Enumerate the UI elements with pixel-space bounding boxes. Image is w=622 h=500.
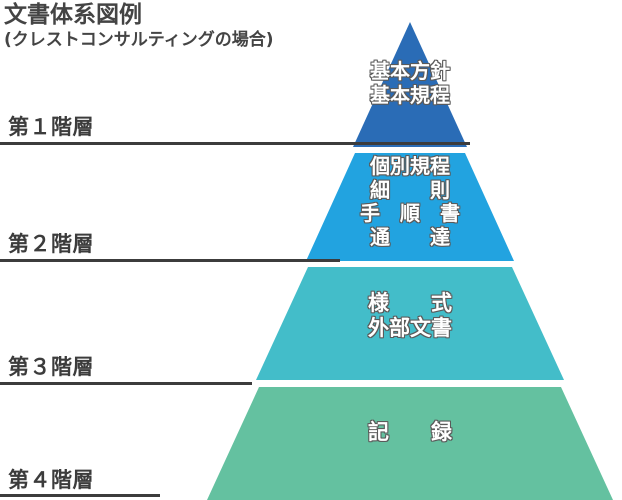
level-label-4: 第４階層: [8, 468, 94, 492]
pyramid-tier-1-label: 基本方針 基本規程: [340, 59, 480, 107]
tier-2-line-1: 個別規程: [370, 154, 450, 178]
level-label-3: 第３階層: [8, 355, 94, 379]
level-rule-1: [0, 142, 470, 145]
page-subtitle: (クレストコンサルティングの場合): [4, 30, 274, 50]
pyramid-tier-4-shape: [207, 387, 613, 500]
tier-3-line-2: 外部文書: [368, 315, 452, 340]
level-label-1: 第１階層: [8, 115, 94, 139]
tier-4-line-1: 記 録: [368, 420, 452, 444]
level-rule-2: [0, 259, 340, 262]
pyramid-tier-1-shape: [353, 22, 467, 147]
pyramid-tier-2-label: 個別規程 細 則 手 順 書 通 達: [340, 154, 480, 249]
tier-2-line-3: 手 順 書: [360, 201, 460, 226]
pyramid-tier-3-shape: [256, 267, 564, 380]
level-label-2: 第２階層: [8, 232, 94, 256]
tier-2-line-4: 通 達: [370, 224, 450, 249]
pyramid-tier-3-label: 様 式 外部文書: [330, 291, 490, 341]
heading-block: 文書体系図例 (クレストコンサルティングの場合): [4, 2, 354, 51]
tier-3-line-1: 様 式: [368, 291, 452, 315]
page-title: 文書体系図例: [4, 2, 142, 28]
pyramid-tier-4-label: 記 録: [320, 420, 500, 445]
tier-2-line-2: 細 則: [370, 177, 450, 202]
level-rule-4: [0, 494, 160, 497]
tier-1-line-1: 基本方針: [370, 59, 450, 83]
pyramid-tier-2-shape: [306, 153, 514, 261]
level-rule-3: [0, 382, 252, 385]
tier-1-line-2: 基本規程: [370, 82, 450, 107]
